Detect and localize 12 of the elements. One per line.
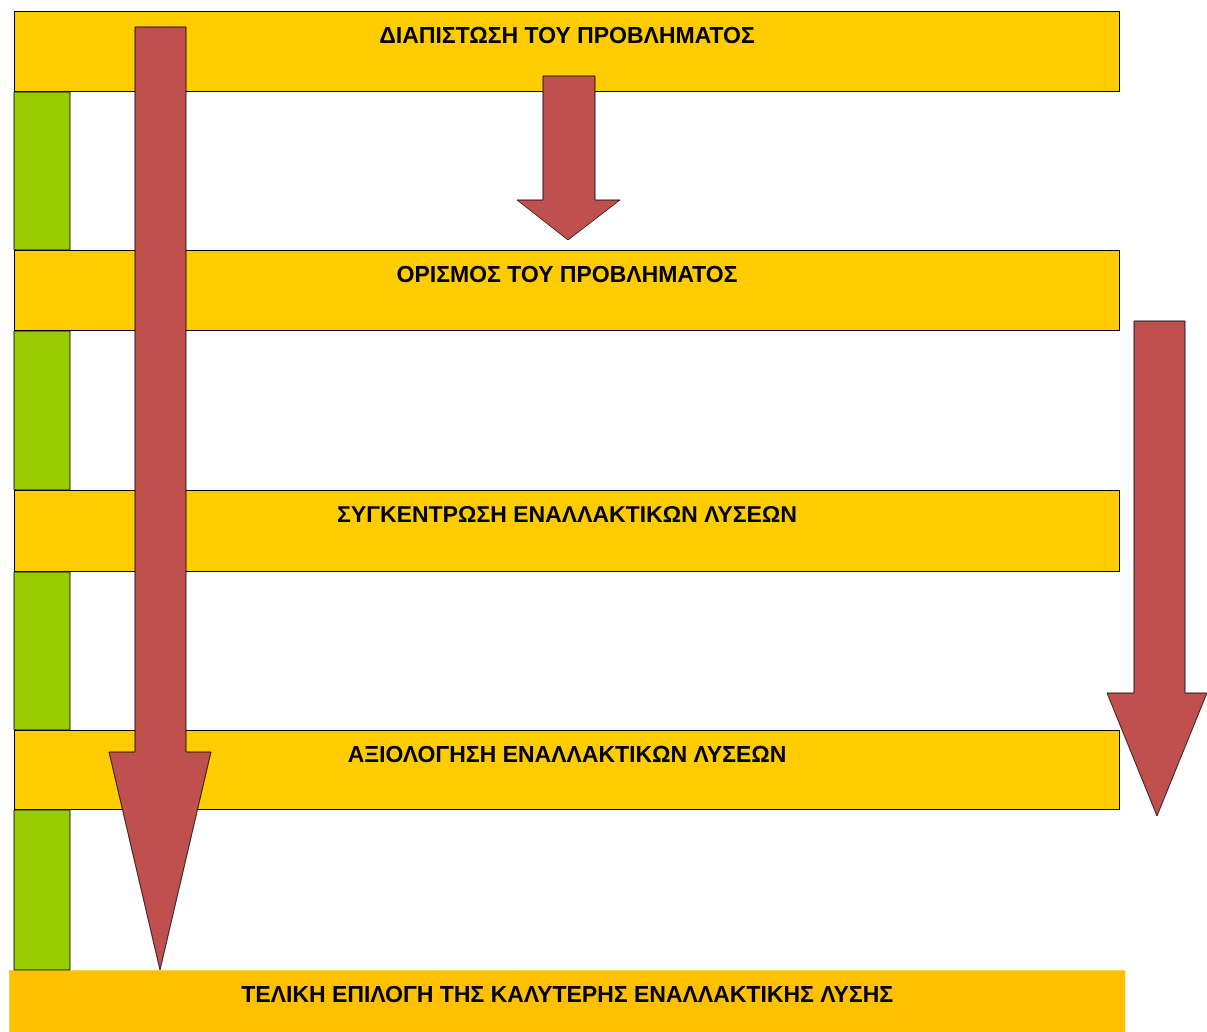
- block-arrow: [108, 26, 212, 971]
- connector-bar: [13, 330, 71, 491]
- step-band: ΟΡΙΣΜΟΣ ΤΟΥ ΠΡΟΒΛΗΜΑΤΟΣ: [14, 250, 1120, 331]
- step-band: ΑΞΙΟΛΟΓΗΣΗ ΕΝΑΛΛΑΚΤΙΚΩΝ ΛΥΣΕΩΝ: [14, 730, 1120, 810]
- connector-bar: [13, 809, 71, 971]
- block-arrow: [1106, 320, 1207, 817]
- connector-bar: [13, 91, 71, 251]
- connector-bar: [13, 571, 71, 731]
- step-band: ΤΕΛΙΚΗ ΕΠΙΛΟΓΗ ΤΗΣ ΚΑΛΥΤΕΡΗΣ ΕΝΑΛΛΑΚΤΙΚΗΣ ΛΥΣΗΣ: [9, 970, 1126, 1032]
- step-band: ΔΙΑΠΙΣΤΩΣΗ ΤΟΥ ΠΡΟΒΛΗΜΑΤΟΣ: [14, 11, 1120, 92]
- block-arrow: [516, 75, 621, 241]
- step-band: ΣΥΓΚΕΝΤΡΩΣΗ ΕΝΑΛΛΑΚΤΙΚΩΝ ΛΥΣΕΩΝ: [14, 490, 1120, 572]
